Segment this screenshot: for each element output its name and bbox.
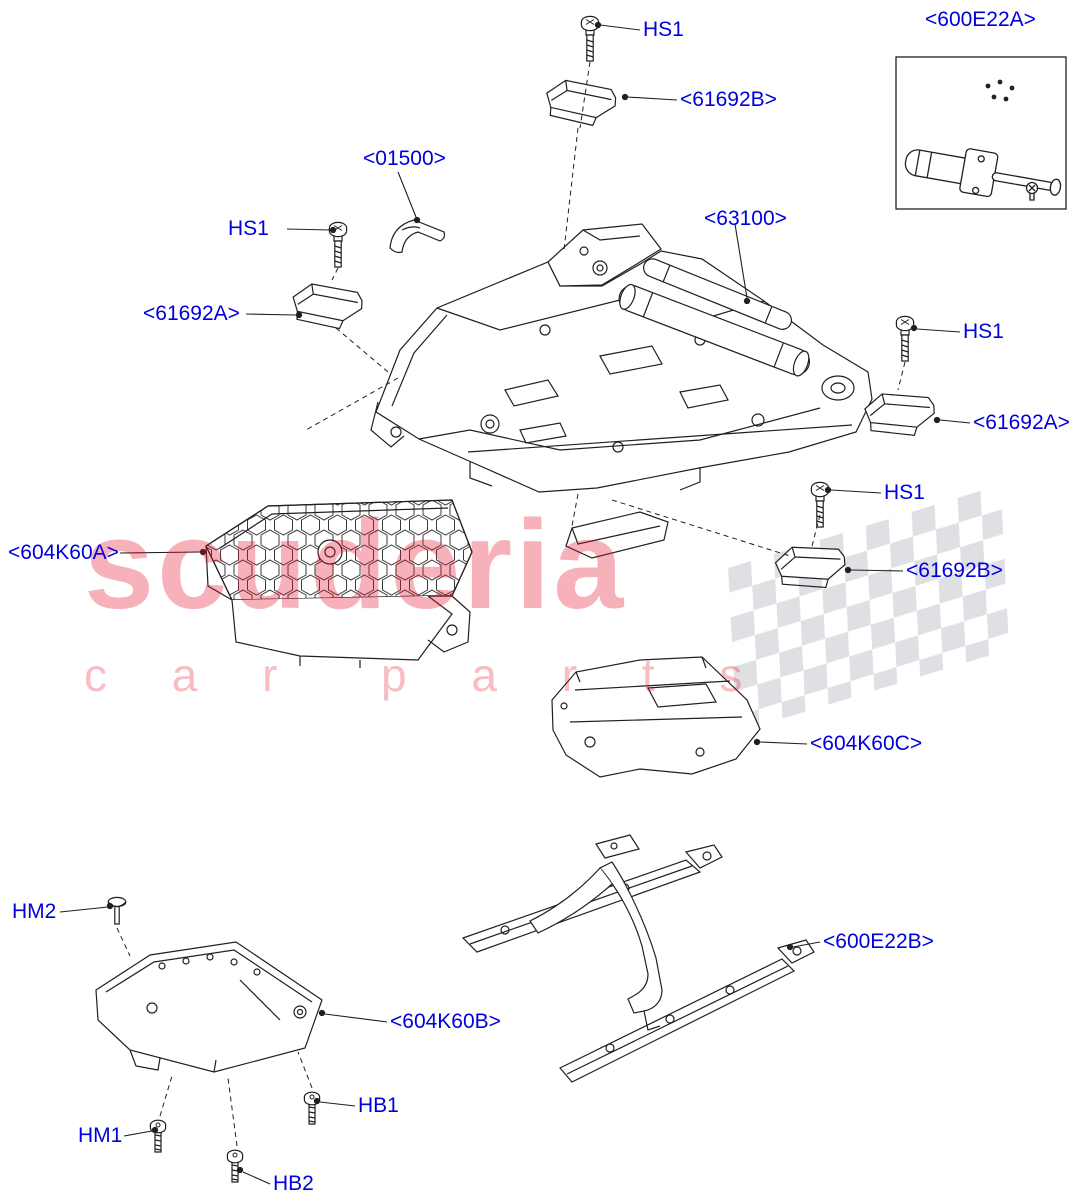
- leader-lines: [59, 21, 971, 1185]
- seat-frame-drawing: [370, 223, 873, 559]
- part-label-61692b-top[interactable]: <61692B>: [680, 88, 777, 111]
- part-label-61692a-left[interactable]: <61692A>: [143, 302, 240, 325]
- part-label-600e22a[interactable]: <600E22A>: [925, 8, 1036, 31]
- part-label-hs1-mid[interactable]: HS1: [884, 481, 925, 504]
- assembly-guide-lines: [116, 61, 906, 1147]
- seat-base-panel-drawing: [205, 499, 473, 668]
- part-label-63100[interactable]: <63100>: [704, 207, 787, 230]
- part-label-604k60c[interactable]: <604K60C>: [810, 732, 923, 755]
- part-label-hb1[interactable]: HB1: [358, 1094, 399, 1117]
- seat-track-drawing: [461, 834, 815, 1083]
- part-label-hs1-top[interactable]: HS1: [643, 18, 684, 41]
- part-label-61692a-right[interactable]: <61692A>: [973, 411, 1070, 434]
- checkered-flag-watermark: [728, 484, 1010, 733]
- part-label-604k60b[interactable]: <604K60B>: [390, 1010, 501, 1033]
- seat-pan-drawing: [551, 656, 761, 778]
- recline-motor-inset-drawing: [895, 56, 1067, 210]
- part-label-hb2[interactable]: HB2: [273, 1172, 314, 1195]
- part-label-hm2[interactable]: HM2: [12, 900, 57, 923]
- seat-valance-drawing: [95, 941, 323, 1073]
- part-label-hm1[interactable]: HM1: [78, 1124, 123, 1147]
- part-label-01500[interactable]: <01500>: [363, 147, 446, 170]
- part-label-61692b-mid[interactable]: <61692B>: [906, 559, 1003, 582]
- clip-drawing: [389, 219, 446, 254]
- part-label-604k60a[interactable]: <604K60A>: [8, 541, 119, 564]
- part-label-600e22b[interactable]: <600E22B>: [823, 930, 934, 953]
- part-label-hs1-right[interactable]: HS1: [963, 320, 1004, 343]
- part-label-hs1-left[interactable]: HS1: [228, 217, 269, 240]
